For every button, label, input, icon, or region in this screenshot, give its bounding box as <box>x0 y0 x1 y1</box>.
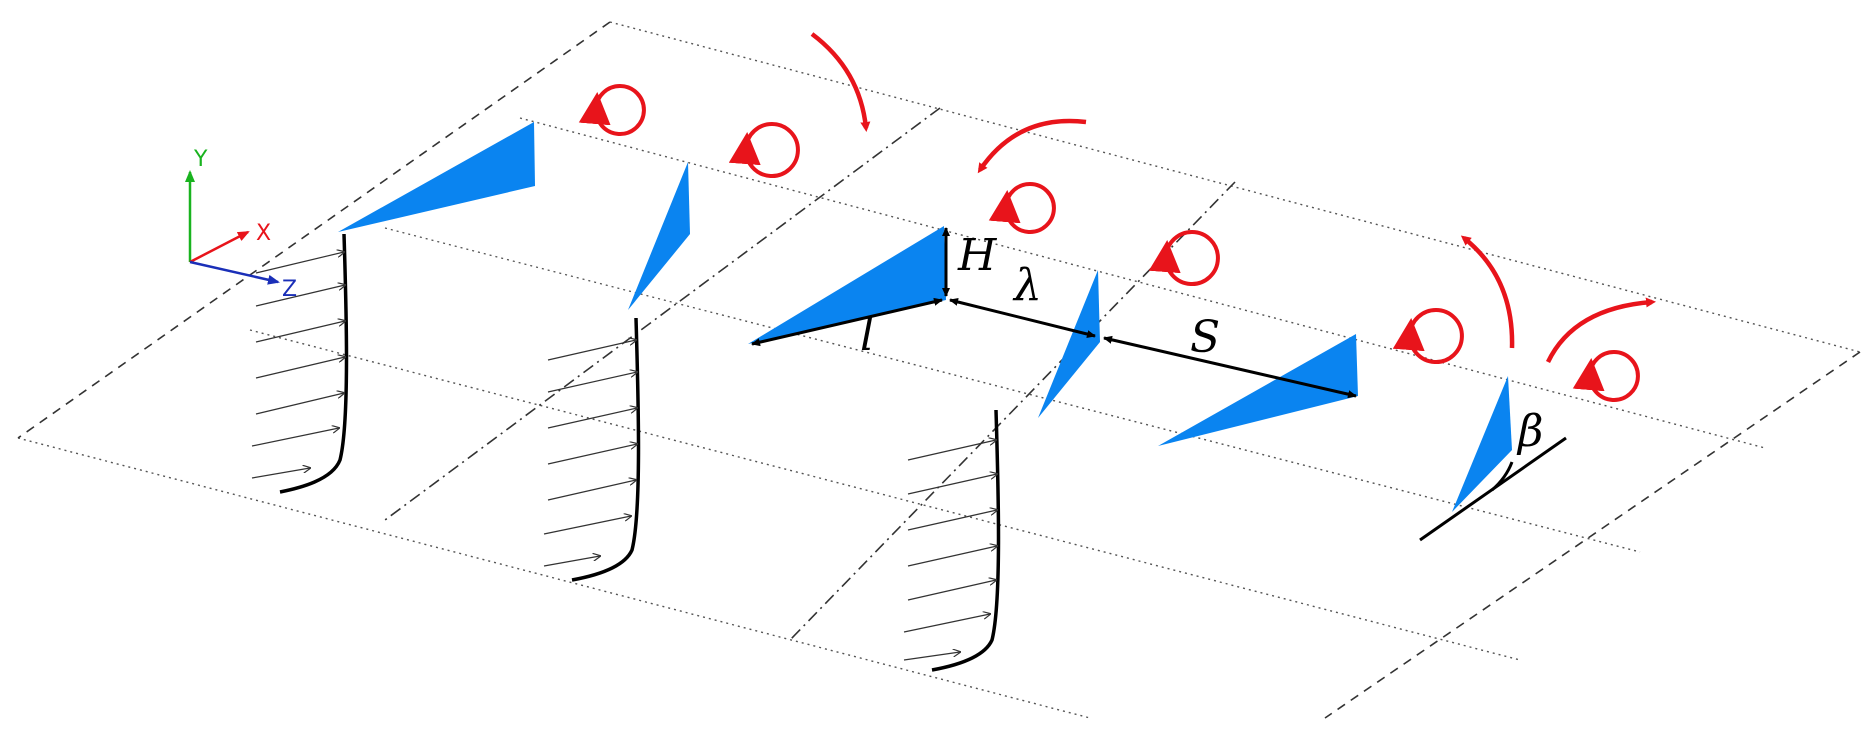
axis-x <box>189 230 250 264</box>
velocity-profile-3 <box>903 409 1001 672</box>
vortex-3 <box>988 181 1056 234</box>
flow-arrow-2 <box>977 118 1087 174</box>
axis-x-label: X <box>256 221 271 246</box>
label-length: l <box>860 310 874 361</box>
vortex-5 <box>1392 307 1464 364</box>
vortex-generator-6 <box>1452 376 1512 512</box>
flow-arrows <box>810 32 1656 363</box>
axis-z <box>189 260 280 285</box>
coordinate-axes: Y X Z <box>185 147 297 302</box>
vortex-2 <box>728 121 800 178</box>
vortex-generator-4 <box>1038 270 1100 418</box>
velocity-profile-1 <box>251 233 349 494</box>
label-height: H <box>957 230 998 281</box>
axis-y-label: Y <box>193 147 208 172</box>
angle-arc <box>1491 461 1514 492</box>
vortex-1 <box>578 83 646 136</box>
dimensions <box>751 227 1567 542</box>
vortex-generators <box>338 122 1512 512</box>
dim-spacing <box>1103 335 1357 399</box>
axis-z-label: Z <box>282 277 297 302</box>
flow-arrow-3 <box>1460 235 1515 349</box>
symbol-labels: H l λ S β <box>860 230 1543 457</box>
flow-arrow-4 <box>1545 297 1656 363</box>
dim-lambda <box>949 298 1096 338</box>
flow-arrow-1 <box>810 32 871 132</box>
grid-dotted-lines <box>17 21 1861 719</box>
dim-length <box>751 297 943 347</box>
vortex-4 <box>1148 229 1220 286</box>
label-angle: β <box>1516 406 1543 457</box>
label-spacing: S <box>1190 312 1220 363</box>
vortex-generator-2 <box>628 162 690 310</box>
label-lambda: λ <box>1012 260 1042 311</box>
grid-cross-lines <box>17 21 1861 719</box>
vortex-6 <box>1572 349 1640 402</box>
velocity-profile-2 <box>543 317 641 582</box>
vortex-generator-3 <box>748 226 946 344</box>
vortex-generator-1 <box>338 122 535 232</box>
vortices <box>578 83 1640 402</box>
